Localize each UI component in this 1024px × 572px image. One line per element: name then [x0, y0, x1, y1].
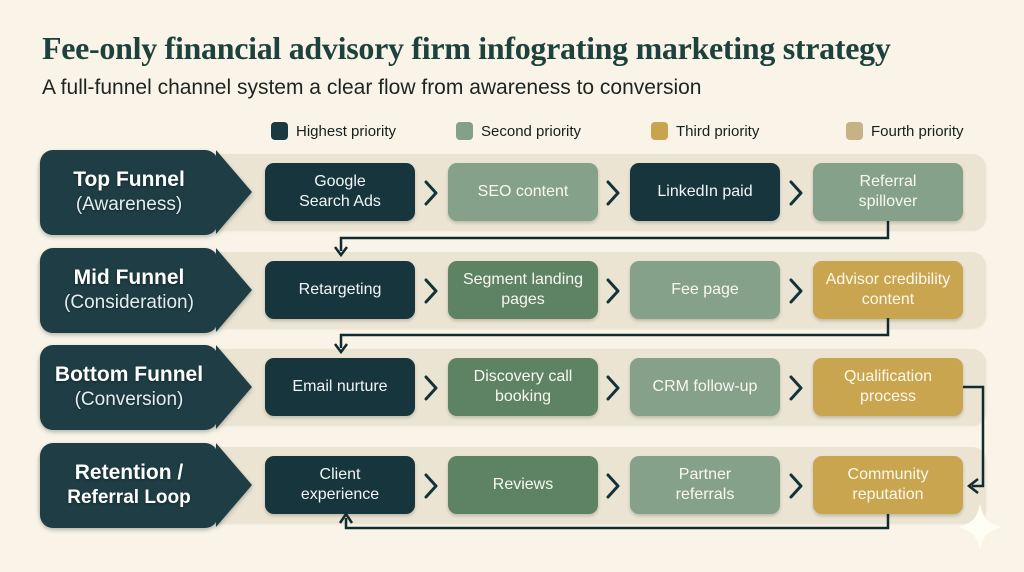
channel-box-linkedin-paid: LinkedIn paid [630, 163, 780, 221]
page-subtitle: A full-funnel channel system a clear flo… [42, 76, 702, 99]
funnel-row-retention: Retention / Referral Loop Client experie… [38, 442, 986, 528]
channel-box-crm-follow-up: CRM follow-up [630, 358, 780, 416]
legend-item-fourth: Fourth priority [846, 121, 964, 141]
chevron-right-icon [605, 278, 621, 304]
channel-box-advisor-credibility-content: Advisor credibility content [813, 261, 963, 319]
channel-box-retargeting: Retargeting [265, 261, 415, 319]
channel-box-discovery-call-booking: Discovery call booking [448, 358, 598, 416]
channel-box-community-reputation: Community reputation [813, 456, 963, 514]
stage-subtitle: Referral Loop [67, 487, 191, 509]
chevron-right-icon [423, 278, 439, 304]
funnel-row-bottom: Bottom Funnel (Conversion) Email nurture… [38, 344, 986, 430]
chevron-right-icon [423, 375, 439, 401]
stage-arrow-point [216, 247, 252, 332]
channel-box-segment-landing-pages: Segment landing pages [448, 261, 598, 319]
stage-arrow-point [216, 442, 252, 527]
legend-item-second: Second priority [456, 121, 581, 141]
stage-subtitle: (Awareness) [75, 194, 183, 216]
chevron-right-icon [788, 473, 804, 499]
second-priority-swatch [456, 122, 473, 140]
legend-item-highest: Highest priority [271, 121, 396, 141]
funnel-row-top: Top Funnel (Awareness) Google Search Ads… [38, 149, 986, 235]
chevron-right-icon [788, 180, 804, 206]
channel-box-google-search-ads: Google Search Ads [265, 163, 415, 221]
stage-title: Retention / [74, 461, 184, 484]
channel-box-client-experience: Client experience [265, 456, 415, 514]
chevron-right-icon [423, 180, 439, 206]
funnel-row-mid: Mid Funnel (Consideration) Retargeting S… [38, 247, 986, 333]
stage-arrow-mid-funnel: Mid Funnel (Consideration) [40, 247, 254, 333]
stage-arrow-retention-loop: Retention / Referral Loop [40, 442, 254, 528]
chevron-right-icon [788, 278, 804, 304]
channel-box-fee-page: Fee page [630, 261, 780, 319]
chevron-right-icon [605, 375, 621, 401]
priority-legend: Highest priority Second priority Third p… [0, 121, 1024, 143]
stage-subtitle: (Consideration) [64, 292, 194, 314]
stage-subtitle: (Conversion) [74, 389, 184, 411]
channel-box-seo-content: SEO content [448, 163, 598, 221]
chevron-right-icon [605, 473, 621, 499]
channel-box-email-nurture: Email nurture [265, 358, 415, 416]
channel-box-qualification-process: Qualification process [813, 358, 963, 416]
stage-arrow-top-funnel: Top Funnel (Awareness) [40, 149, 254, 235]
channel-box-referral-spillover: Referral spillover [813, 163, 963, 221]
chevron-right-icon [788, 375, 804, 401]
chevron-right-icon [605, 180, 621, 206]
legend-item-third: Third priority [651, 121, 759, 141]
stage-arrow-bottom-funnel: Bottom Funnel (Conversion) [40, 344, 254, 430]
highest-priority-swatch [271, 122, 288, 140]
stage-arrow-point [216, 149, 252, 234]
stage-arrow-point [216, 344, 252, 429]
page-title: Fee-only financial advisory firm infogra… [42, 30, 891, 66]
third-priority-swatch [651, 122, 668, 140]
legend-label: Highest priority [296, 122, 397, 140]
channel-box-reviews: Reviews [448, 456, 598, 514]
legend-label: Third priority [676, 122, 760, 140]
stage-title: Bottom Funnel [54, 363, 204, 386]
legend-label: Fourth priority [871, 122, 964, 140]
legend-label: Second priority [481, 122, 582, 140]
channel-box-partner-referrals: Partner referrals [630, 456, 780, 514]
fourth-priority-swatch [846, 122, 863, 140]
stage-title: Top Funnel [73, 168, 185, 191]
chevron-right-icon [423, 473, 439, 499]
stage-title: Mid Funnel [73, 266, 185, 289]
